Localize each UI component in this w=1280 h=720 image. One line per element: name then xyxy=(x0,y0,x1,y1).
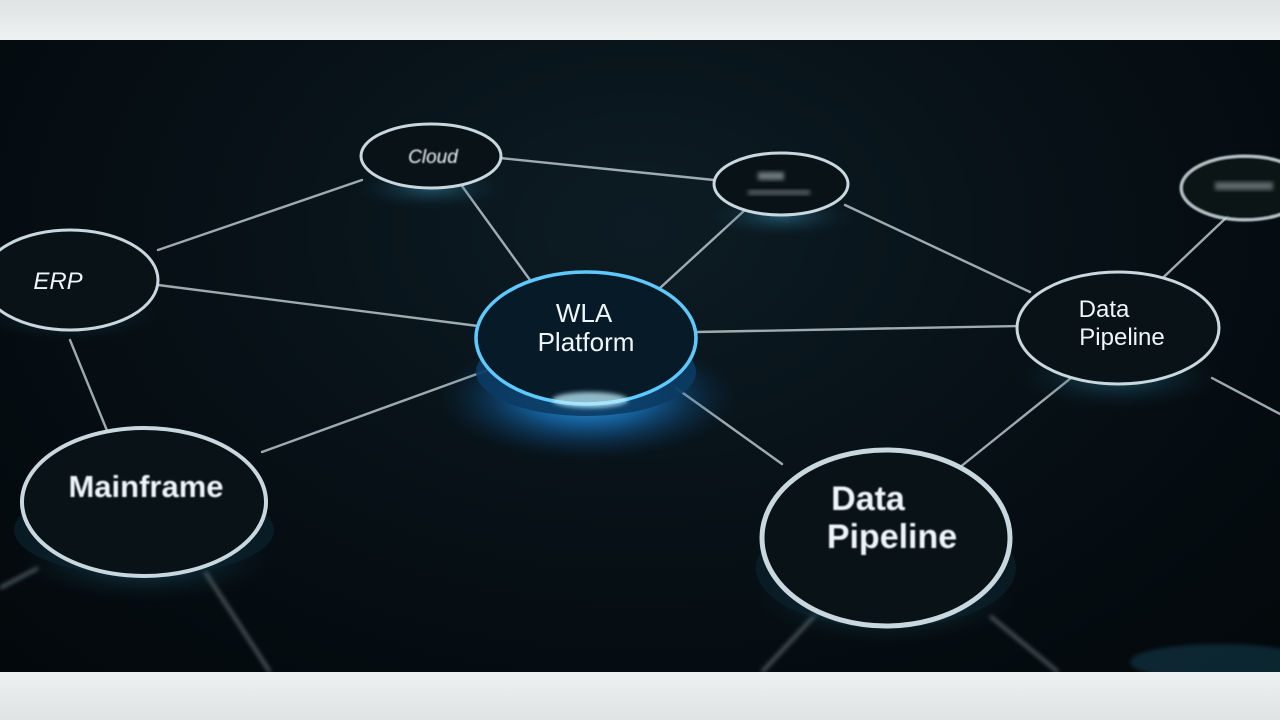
hub-label-line2: Platform xyxy=(538,327,635,357)
node-cloud: Cloud xyxy=(353,122,509,210)
node-data-pipeline-bottom-ring xyxy=(759,447,1013,629)
node-data-pipeline-right-label-line1: Data xyxy=(1079,296,1130,323)
node-far-right xyxy=(1179,154,1280,222)
node-erp-ring xyxy=(0,228,160,332)
node-data-pipeline-right-label-line2: Pipeline xyxy=(1079,324,1164,351)
connector-datapipeline-bottom-offscreen-right xyxy=(989,614,1059,672)
foreground-glow xyxy=(1130,644,1280,672)
network-diagram-stage: Cloud ERP Data Pipeline xyxy=(0,40,1280,672)
node-data-pipeline-bottom-label-line1: Data xyxy=(831,480,906,518)
node-data-pipeline-bottom: Data Pipeline xyxy=(756,447,1016,644)
node-far-right-blurred-text xyxy=(1215,182,1273,190)
node-cloud-ring xyxy=(359,122,503,190)
node-top-right-blurred-text xyxy=(758,172,784,180)
node-erp: ERP xyxy=(0,228,160,342)
top-frame-band xyxy=(0,0,1280,40)
bottom-frame-band xyxy=(0,672,1280,720)
node-data-pipeline-bottom-label-line2: Pipeline xyxy=(827,518,957,556)
hub-label-line1: WLA xyxy=(556,298,613,328)
node-data-pipeline-right: Data Pipeline xyxy=(1014,270,1222,410)
connector-erp-mainframe xyxy=(68,338,110,435)
node-wla-platform-hub: WLA Platform xyxy=(438,270,738,460)
network-diagram: Cloud ERP Data Pipeline xyxy=(0,122,1280,672)
connector-topright-datapipeline-right xyxy=(843,203,1032,294)
node-mainframe-label: Mainframe xyxy=(68,469,223,504)
hub-light-spot xyxy=(552,392,628,408)
node-mainframe: Mainframe xyxy=(14,426,274,602)
node-top-right xyxy=(705,151,857,238)
connector-datapipeline-right-offscreen xyxy=(1210,376,1280,416)
connector-cloud-topright xyxy=(498,156,716,182)
node-cloud-label: Cloud xyxy=(408,147,459,168)
node-data-pipeline-right-ring xyxy=(1015,270,1221,386)
node-top-right-blurred-subtext xyxy=(748,190,810,195)
connector-erp-hub xyxy=(156,283,480,328)
connector-erp-cloud xyxy=(156,178,364,252)
connector-hub-datapipeline-right xyxy=(694,324,1020,334)
node-mainframe-ring xyxy=(20,426,268,578)
node-top-right-ring xyxy=(712,151,850,217)
node-erp-label: ERP xyxy=(33,268,82,295)
